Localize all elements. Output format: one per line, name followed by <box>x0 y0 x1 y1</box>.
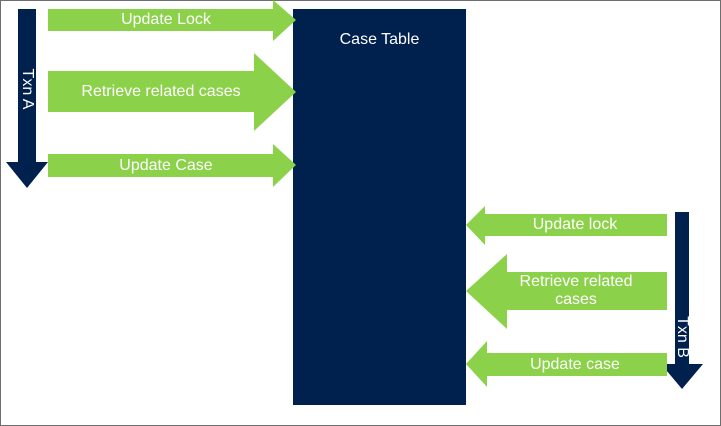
arrow-b-retrieve-related-cases <box>466 254 667 329</box>
arrow-a-retrieve-related-cases-label: Retrieve related cases <box>81 82 241 100</box>
arrow-a-retrieve-related-cases <box>48 53 296 131</box>
arrow-b-retrieve-related-cases-label: Retrieve related cases <box>519 273 633 308</box>
arrow-b-update-lock-label: Update lock <box>532 216 618 233</box>
case-table-title: Case Table <box>339 31 420 48</box>
arrow-b-update-case-label: Update case <box>530 355 620 373</box>
arrow-a-update-lock-label: Update Lock <box>121 11 211 28</box>
arrow-a-update-case-label: Update Case <box>119 156 213 174</box>
case-table-box <box>293 9 466 405</box>
arrow-a-update-lock <box>48 0 296 41</box>
arrow-a-update-case <box>48 144 296 187</box>
txn-b-label: Txn B <box>674 316 691 358</box>
arrow-b-update-lock <box>466 206 667 245</box>
txn-a-arrow <box>6 9 48 188</box>
arrow-b-update-case <box>466 341 667 387</box>
txn-b-arrow <box>661 212 703 389</box>
txn-a-label: Txn A <box>19 68 36 110</box>
